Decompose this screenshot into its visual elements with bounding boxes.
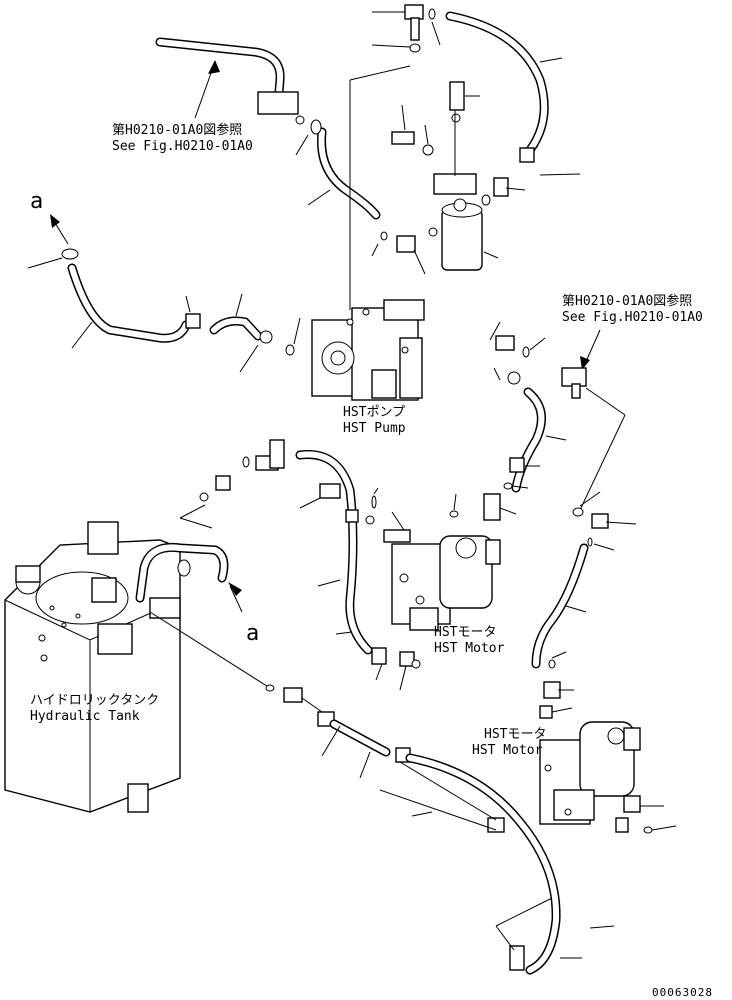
- motor1-bolt: [365, 487, 411, 543]
- filter-assembly: [391, 81, 526, 275]
- pump-filter-hose: [295, 119, 388, 257]
- ref-right-jp: 第H0210-01A0図参照: [562, 293, 692, 309]
- hst-motor1-en: HST Motor: [434, 641, 505, 656]
- top-right-hose: [445, 11, 581, 176]
- lower-return-hose: [379, 753, 615, 975]
- hst-motor-1: [391, 535, 501, 631]
- figure-code: 00063028: [652, 986, 713, 999]
- top-fittings: [371, 4, 441, 53]
- motor1-supply-hose: [449, 367, 567, 521]
- hst-motor-2: [539, 721, 641, 825]
- marker-top-arrow: [50, 214, 69, 245]
- hst-motor2-jp: HSTモータ: [484, 727, 546, 742]
- tank-return-line: [149, 611, 411, 779]
- center-pump-hose: [179, 439, 421, 691]
- ref-top-en: See Fig.H0210-01A0: [112, 139, 253, 154]
- right-block-fittings: [489, 321, 626, 511]
- top-suction-pipe: [155, 37, 305, 125]
- hydraulic-tank: [4, 521, 181, 813]
- tank-suction-elbow: [135, 542, 229, 603]
- hst-pump-jp: HSTポンプ: [343, 405, 405, 420]
- hst-pump-en: HST Pump: [343, 421, 406, 436]
- ref-top-leader: [194, 60, 220, 119]
- marker-top: a: [30, 189, 43, 214]
- marker-bottom: a: [246, 621, 259, 646]
- tank-jp: ハイドロリックタンク: [30, 693, 159, 708]
- ref-top-jp: 第H0210-01A0図参照: [112, 122, 242, 138]
- ref-right-en: See Fig.H0210-01A0: [562, 310, 703, 325]
- hst-motor2-en: HST Motor: [472, 743, 543, 758]
- hst-pump: [285, 65, 425, 401]
- motor2-fittings: [615, 795, 677, 834]
- ref-right-arrow: [580, 329, 601, 370]
- tank-en: Hydraulic Tank: [30, 709, 140, 724]
- hst-motor1-jp: HSTモータ: [434, 625, 496, 640]
- motor2-supply-hose: [531, 491, 637, 719]
- marker-bottom-arrow: [228, 582, 243, 613]
- left-suction-hose: [27, 248, 273, 373]
